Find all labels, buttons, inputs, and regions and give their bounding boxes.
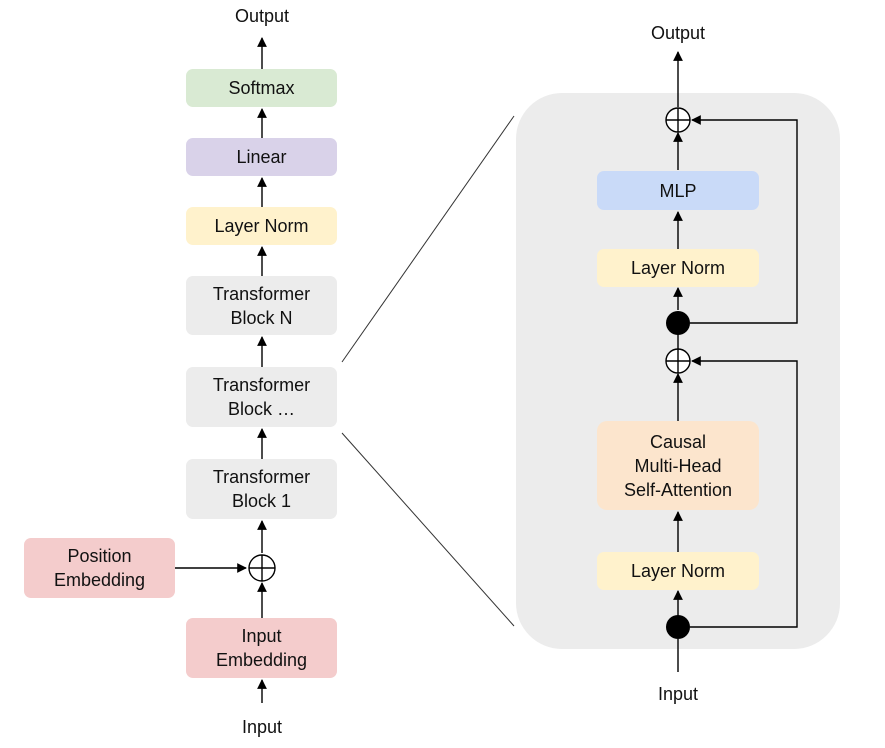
add-icon xyxy=(248,554,276,582)
right-output-label: Output xyxy=(650,23,706,43)
block-1-line1: Transformer xyxy=(212,467,311,487)
transformer-block-mid: Transformer Block … xyxy=(186,367,337,427)
block-n-line2: Block N xyxy=(230,307,293,328)
input-embedding-line2: Embedding xyxy=(215,650,308,670)
left-input-label: Input xyxy=(241,717,283,737)
residual-path-bottom xyxy=(690,356,798,628)
transformer-block-n: Transformer Block N xyxy=(186,276,337,335)
block-mid-line2: Block … xyxy=(227,399,296,419)
attention-line3: Self-Attention xyxy=(623,479,733,500)
block-n-line1: Transformer xyxy=(212,283,311,304)
block-mid-line1: Transformer xyxy=(212,375,311,395)
mlp-box: MLP xyxy=(597,171,759,210)
junction-dot-icon xyxy=(666,615,690,639)
linear-box: Linear xyxy=(186,138,337,176)
left-layer-norm-box: Layer Norm xyxy=(186,207,337,245)
right-layer-norm-bottom-box: Layer Norm xyxy=(597,552,759,590)
zoom-line-bottom xyxy=(341,432,515,627)
position-embedding-box: Position Embedding xyxy=(24,538,175,598)
softmax-box: Softmax xyxy=(186,69,337,107)
left-output-label: Output xyxy=(234,6,290,26)
attention-line1: Causal xyxy=(649,431,707,452)
input-embedding-line1: Input xyxy=(241,626,282,646)
transformer-block-1: Transformer Block 1 xyxy=(186,459,337,519)
junction-dot-icon xyxy=(666,311,690,335)
right-layer-norm-top-box: Layer Norm xyxy=(597,249,759,287)
add-icon xyxy=(665,348,691,374)
attention-box: Causal Multi-Head Self-Attention xyxy=(597,421,759,510)
position-embedding-line1: Position xyxy=(67,546,132,566)
zoom-line-top xyxy=(341,115,515,363)
position-embedding-line2: Embedding xyxy=(53,570,146,590)
attention-line2: Multi-Head xyxy=(634,455,722,476)
add-icon xyxy=(665,107,691,133)
residual-path-top xyxy=(690,115,798,324)
right-input-label: Input xyxy=(657,684,699,704)
input-embedding-box: Input Embedding xyxy=(186,618,337,678)
block-1-line2: Block 1 xyxy=(231,491,292,511)
